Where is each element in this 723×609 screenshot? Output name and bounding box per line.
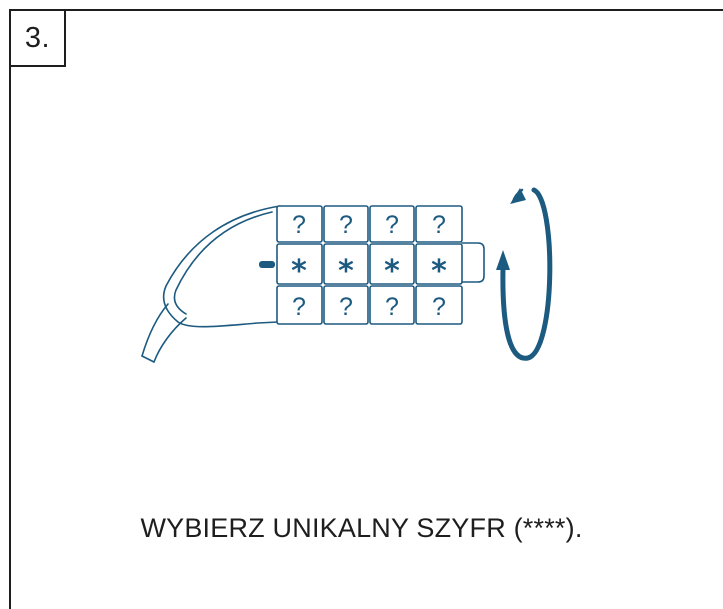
dial-bottom-4: [415, 285, 463, 325]
panel-frame: [9, 9, 723, 609]
lock-body: [141, 205, 485, 363]
lock-pin: [259, 261, 275, 268]
lock-middle-row: * * * *: [276, 243, 463, 289]
instruction-text: WYBIERZ UNIKALNY SZYFR (****).: [140, 513, 583, 543]
dial-middle-4-symbol: *: [431, 254, 447, 289]
rotate-arrow-head-top: [510, 188, 526, 204]
dial-top-4: [415, 205, 463, 243]
dial-middle-1-symbol: *: [291, 254, 307, 289]
lock-top-row: ? ? ? ?: [276, 205, 463, 243]
dial-bottom-3: [369, 285, 415, 325]
step-number: 3.: [24, 21, 51, 54]
dial-top-2-symbol: ?: [339, 211, 353, 239]
dial-middle-1: [276, 243, 323, 285]
dial-middle-3-symbol: *: [384, 254, 400, 289]
step-number-box: 3.: [9, 9, 66, 67]
dial-middle-2-symbol: *: [338, 254, 354, 289]
dial-bottom-2-symbol: ?: [339, 293, 353, 321]
lock-bottom-row: ? ? ? ?: [276, 285, 463, 325]
dial-bottom-1-symbol: ?: [292, 293, 306, 321]
dial-bottom-3-symbol: ?: [385, 293, 399, 321]
dial-middle-4: [415, 243, 463, 285]
dial-bottom-4-symbol: ?: [432, 293, 446, 321]
dial-bottom-1: [276, 285, 323, 325]
dial-top-1-symbol: ?: [292, 211, 306, 239]
dial-bottom-2: [323, 285, 369, 325]
dial-top-3-symbol: ?: [385, 211, 399, 239]
dial-top-3: [369, 205, 415, 243]
rotate-arrow-head-up: [496, 250, 510, 270]
dial-top-2: [323, 205, 369, 243]
dial-top-1: [276, 205, 323, 243]
rotate-arrows-icon: [500, 187, 553, 361]
dial-middle-3: [369, 243, 415, 285]
dial-middle-2: [323, 243, 369, 285]
dial-top-4-symbol: ?: [432, 211, 446, 239]
